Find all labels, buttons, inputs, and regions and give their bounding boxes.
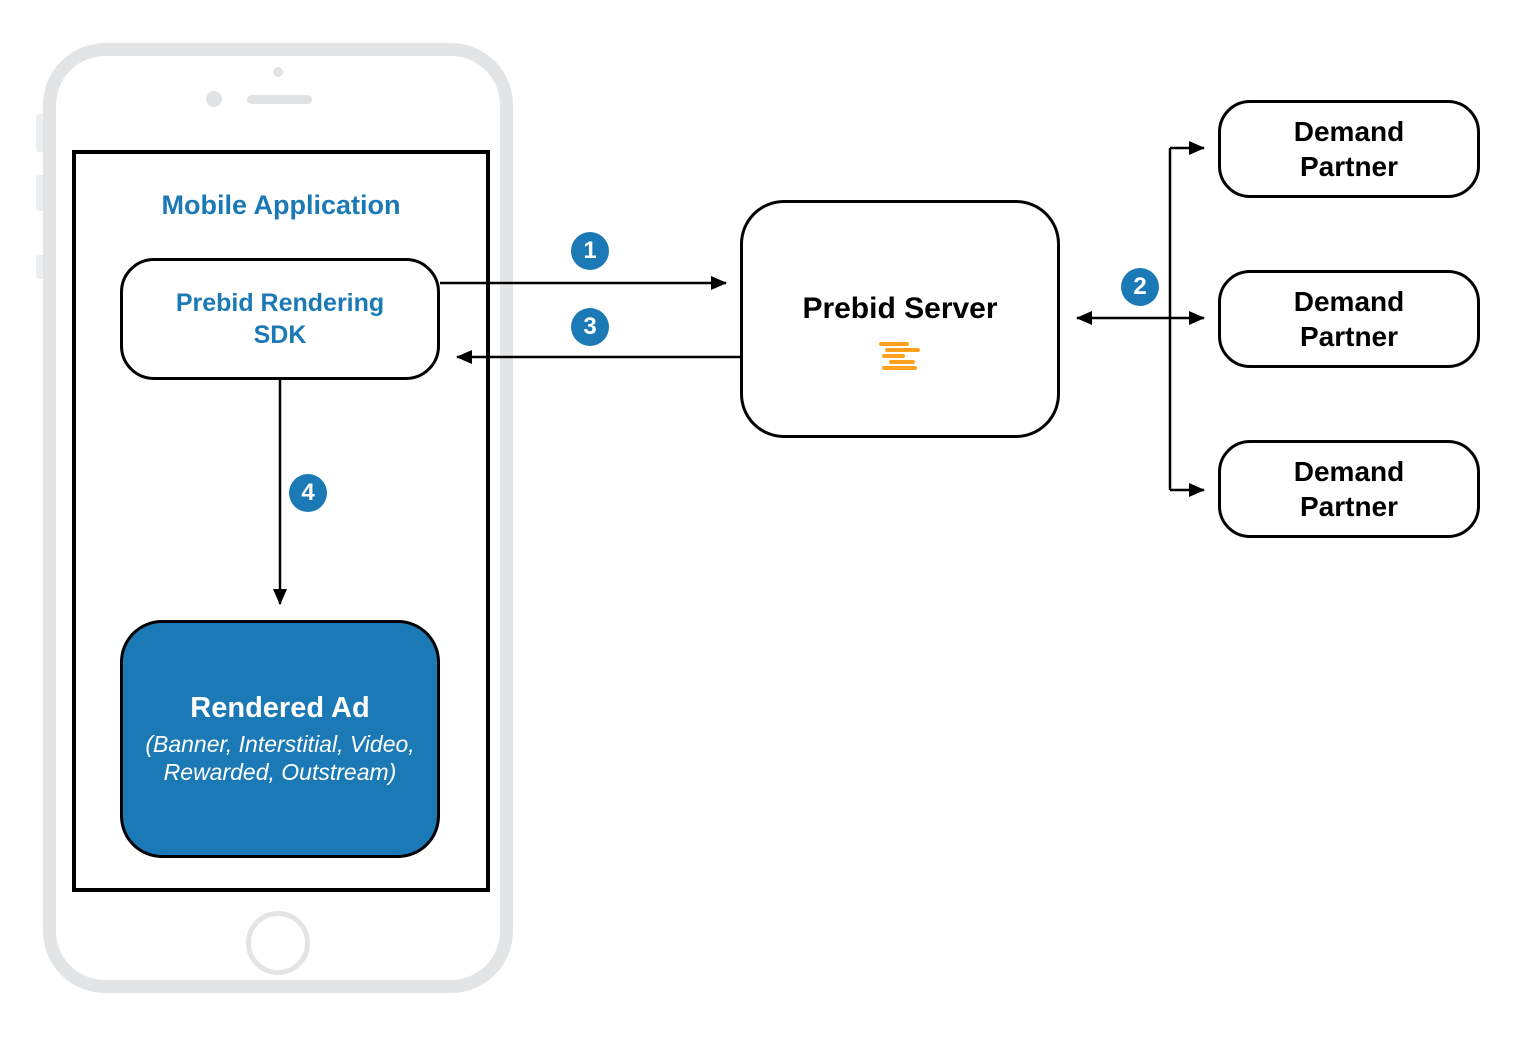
demand-partner-label: Demand Partner bbox=[1293, 456, 1405, 522]
phone-speaker-icon bbox=[247, 95, 312, 104]
step-badge-3: 3 bbox=[571, 308, 609, 346]
demand-partner-box-2: Demand Partner bbox=[1218, 270, 1480, 368]
logo-stripe bbox=[879, 342, 909, 346]
phone-mute-switch bbox=[36, 114, 46, 152]
mobile-application-title: Mobile Application bbox=[161, 190, 401, 220]
phone-home-button bbox=[246, 911, 310, 975]
demand-partner-label: Demand Partner bbox=[1293, 286, 1405, 352]
phone-sensor-icon bbox=[206, 91, 222, 107]
step-badge-4: 4 bbox=[289, 474, 327, 512]
phone-volume-up-button bbox=[36, 175, 46, 211]
prebid-server-box: Prebid Server bbox=[740, 200, 1060, 438]
prebid-server-title: Prebid Server bbox=[802, 292, 998, 325]
sdk-label-line1: Prebid Rendering bbox=[175, 288, 385, 317]
rendered-ad-box: Rendered Ad (Banner, Interstitial, Video… bbox=[120, 620, 440, 858]
logo-stripe bbox=[889, 360, 915, 364]
rendered-ad-subtitle: (Banner, Interstitial, Video, Rewarded, … bbox=[145, 730, 414, 788]
logo-stripe bbox=[882, 366, 917, 370]
logo-stripe bbox=[885, 348, 920, 352]
demand-partner-box-1: Demand Partner bbox=[1218, 100, 1480, 198]
rendered-ad-subtitle-line1: (Banner, Interstitial, Video, bbox=[145, 730, 415, 757]
sdk-label-line2: SDK bbox=[253, 321, 307, 349]
rendered-ad-subtitle-line2: Rewarded, Outstream) bbox=[163, 759, 397, 786]
step-badge-1: 1 bbox=[571, 232, 609, 270]
prebid-rendering-sdk-box: Prebid Rendering SDK bbox=[120, 258, 440, 380]
demand-partner-label: Demand Partner bbox=[1293, 116, 1405, 182]
logo-stripe bbox=[882, 354, 905, 358]
rendered-ad-title: Rendered Ad bbox=[190, 691, 370, 724]
phone-volume-down-button bbox=[36, 255, 46, 279]
phone-camera-icon bbox=[273, 67, 283, 77]
prebid-logo-icon bbox=[877, 340, 923, 372]
step-badge-2: 2 bbox=[1121, 268, 1159, 306]
demand-partner-box-3: Demand Partner bbox=[1218, 440, 1480, 538]
